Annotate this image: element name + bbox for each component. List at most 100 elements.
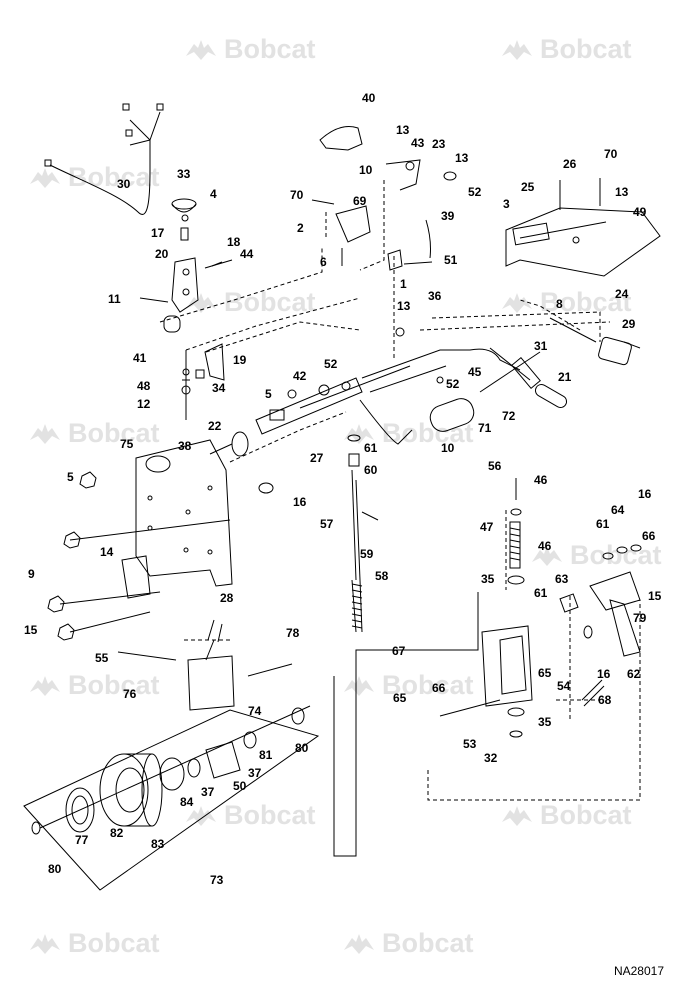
callout-number: 80: [48, 862, 62, 876]
watermark: Bobcat: [500, 800, 632, 831]
callout-number: 27: [310, 451, 324, 465]
callout-number: 66: [432, 681, 446, 695]
watermark: Bobcat: [500, 287, 632, 318]
callout-number: 32: [484, 751, 498, 765]
callout-number: 36: [428, 289, 442, 303]
callout-number: 35: [538, 715, 552, 729]
callout-number: 29: [622, 317, 636, 331]
callout-number: 52: [324, 357, 338, 371]
callout-number: 48: [137, 379, 151, 393]
callout-number: 8: [556, 297, 563, 311]
callout-number: 37: [248, 766, 262, 780]
callout-number: 12: [137, 397, 151, 411]
callout-number: 68: [598, 693, 612, 707]
callout-number: 40: [362, 91, 376, 105]
callout-number: 52: [446, 377, 460, 391]
callout-number: 74: [248, 704, 262, 718]
callout-number: 59: [360, 547, 374, 561]
watermark: Bobcat: [342, 670, 474, 701]
callout-number: 44: [240, 247, 254, 261]
callout-number: 26: [563, 157, 577, 171]
hardware: [287, 161, 593, 639]
callout-number: 81: [259, 748, 273, 762]
callout-number: 64: [611, 503, 625, 517]
callout-number: 65: [538, 666, 552, 680]
watermark: Bobcat: [28, 162, 160, 193]
callout-number: 80: [295, 741, 309, 755]
callout-number: 61: [596, 517, 610, 531]
callout-number: 4: [210, 187, 217, 201]
cover-plate: [505, 178, 661, 277]
watermark: Bobcat: [530, 540, 662, 571]
callout-number: 41: [133, 351, 147, 365]
callout-number: 20: [155, 247, 169, 261]
bobcat-logo-icon: [502, 40, 532, 60]
callout-number: 2: [297, 221, 304, 235]
callout-number: 51: [444, 253, 458, 267]
bracket-19: [181, 343, 225, 420]
bobcat-logo-icon: [186, 806, 216, 826]
callout-number: 18: [227, 235, 241, 249]
bobcat-logo-icon: [344, 424, 374, 444]
wiring-harness: [44, 103, 164, 215]
callout-number: 14: [100, 545, 114, 559]
callout-number: 83: [151, 837, 165, 851]
callout-number: 30: [117, 177, 131, 191]
pedal-bracket: [439, 478, 605, 738]
callout-number: 73: [210, 873, 224, 887]
callout-number: 47: [480, 520, 494, 534]
callout-number: 23: [432, 137, 446, 151]
callout-number: 11: [108, 292, 121, 306]
callout-number: 58: [375, 569, 389, 583]
callout-number: 65: [393, 691, 407, 705]
bobcat-logo-icon: [502, 293, 532, 313]
callout-number: 62: [627, 667, 641, 681]
callout-number: 5: [67, 470, 74, 484]
callout-number: 19: [233, 353, 247, 367]
callout-number: 42: [293, 369, 307, 383]
callout-number: 13: [396, 123, 410, 137]
watermark: Bobcat: [342, 418, 474, 449]
callout-number: 78: [286, 626, 300, 640]
callout-number: 25: [521, 180, 535, 194]
callout-number: 24: [615, 287, 629, 301]
bobcat-logo-icon: [30, 676, 60, 696]
callout-number: 57: [320, 517, 334, 531]
callout-number: 31: [534, 339, 548, 353]
callout-number: 35: [481, 572, 495, 586]
callout-number: 75: [120, 437, 134, 451]
callout-number: 67: [392, 644, 406, 658]
callout-number: 56: [488, 459, 502, 473]
pedal-62: [559, 544, 642, 657]
callout-number: 54: [557, 679, 571, 693]
callout-number: 79: [633, 611, 647, 625]
callout-number: 38: [178, 439, 192, 453]
control-lever: [209, 347, 568, 457]
callout-number: 10: [441, 441, 455, 455]
callout-number: 17: [151, 226, 165, 240]
watermark: Bobcat: [28, 670, 160, 701]
bobcat-logo-icon: [502, 806, 532, 826]
switch-assembly: [549, 317, 641, 366]
callout-number: 50: [233, 779, 247, 793]
bobcat-logo-icon: [344, 934, 374, 954]
callout-number: 43: [411, 136, 425, 150]
callout-number: 13: [455, 151, 469, 165]
callout-number: 53: [463, 737, 477, 751]
callout-number: 16: [597, 667, 611, 681]
callout-number: 39: [441, 209, 455, 223]
callout-number: 46: [538, 539, 552, 553]
callout-number: 72: [502, 409, 516, 423]
callout-number: 3: [503, 197, 510, 211]
bobcat-logo-icon: [30, 168, 60, 188]
callout-number: 77: [75, 833, 89, 847]
callout-number: 60: [364, 463, 378, 477]
callout-number: 45: [468, 365, 482, 379]
bracket-69-40: [311, 126, 433, 271]
callout-number: 13: [397, 299, 411, 313]
callout-number: 55: [95, 651, 109, 665]
watermark: Bobcat: [28, 418, 160, 449]
callout-number: 6: [320, 255, 327, 269]
callout-number: 5: [265, 387, 272, 401]
